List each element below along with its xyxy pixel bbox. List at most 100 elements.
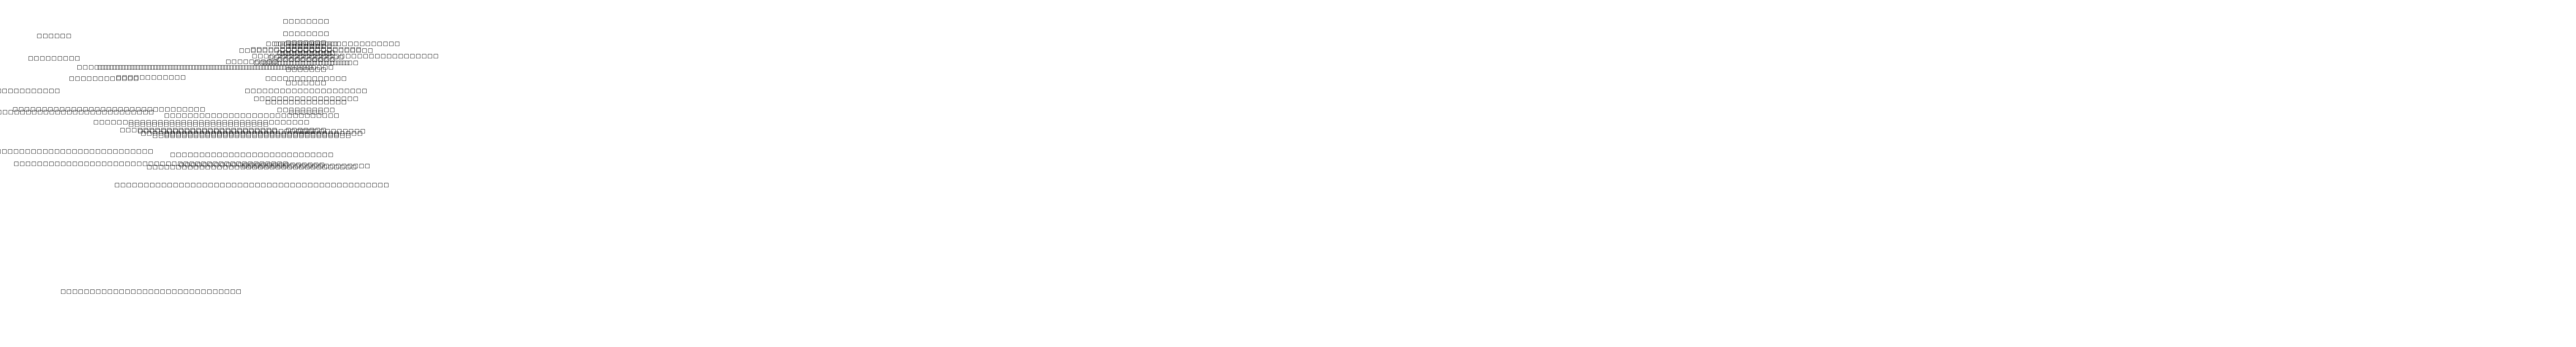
graph-node-n52[interactable]: □□□□□□ [289,43,324,49]
graph-node-n19[interactable]: □□□□□□□□□□□□□□□□□□□□□□□□□□□□□□□□□□ [152,133,351,139]
node-label: □□□ [297,128,315,135]
node-label: □□□□□□□□□□□□□ [268,54,344,61]
node-label: □□□□□□□□□□□□□□□□□□□□□□□□□□□□□□□□□□□ [0,109,155,115]
graph-node-n03[interactable]: □□□□□□□□□ [28,55,81,62]
node-label: □□□□□□□□□□□□□□□□□□□ [251,47,362,53]
node-label: □□□□□□□□□□□□□□□□□□□□□□□□□□□□□□□□□□□□ [147,164,357,170]
node-label: □□□□□□□□□□□□□□□□□□□□□□□□□□□□□□□□□□ [0,149,154,155]
graph-node-n44[interactable]: □□□□□□□□□□□□□□□□□□□□□ [245,88,367,94]
graph-node-n24[interactable]: □□□□□□□□□□□□□□□□□□□□□□□□□□□□□□□□□□□□□□□□… [77,64,334,71]
graph-node-n08[interactable]: □□□□□□□□□□□□□□□□□□□□□□□□□□□□□□□ [60,289,242,295]
node-label: □□□□□□□□□□□□□□□□□□ [254,96,359,102]
node-label: □□□□□□□□□□□□□□□□□□□□□□□□□□□□□□□□□□ [152,133,351,139]
graph-nodes: □□□□□□□□□□□□□□□□□□□□□□□□□□□□□□□□□□□□□□□□… [0,18,439,295]
graph-node-n14[interactable]: □□□□□□□□□□□□□□□□□□□□□□□□□□□□□□□□□□□□ [147,164,357,170]
graph-node-n51[interactable]: □□□□□□□□□ [280,51,333,57]
graph-node-n46[interactable]: □□□□□□□□□□□□□□□□□□ [254,96,359,102]
node-label: □□□□□□□□□□□□□□ [265,99,347,105]
node-label: □□□□□□□□□□□□□□□□□□□□□□□□□□□□□□□ [60,289,242,295]
node-label: □□□□□□ [289,109,324,115]
node-label: □□□□□□□□□□□□□□□□□□□□□□□ [239,48,373,54]
node-label: □□□□□□□□□□□□□□□□□□□□□□□□□□□□□□□□□□□□□□□□… [13,161,288,167]
graph-node-n35[interactable]: □□□□□□□□□□□□□□□ [263,60,350,66]
node-label: □□□□□□□□□□□ [274,41,339,47]
graph-node-n11[interactable]: □□□□□□□□□□□□□□□□□□□□□□□□ [129,122,269,128]
node-label: □□□□□□ [37,33,72,39]
node-label: □□□□□□□□□□□□□□□□□□□□□ [245,88,367,94]
graph-node-n15[interactable]: □□□□□□□□□□□□□□□□□□□□□□□□□□□□□□ [164,132,339,138]
node-label: □□□□□□□ [286,67,326,73]
node-label: □□□□□□□□□□□□□□□ [263,60,350,66]
graph-node-n28[interactable]: □□□□□□□ [286,67,326,73]
graph-node-n47[interactable]: □□□□□□□□□□□□□□□□□□□ [251,47,362,53]
node-label: □□□□□□□□□□□□□□□□□□□□□□□□ [129,122,269,128]
graph-node-n20[interactable]: □□□□□□□□□□□□□□□□□□□□□□□□□□□□□□□□□□□□□□□ [138,128,366,135]
graph-node-n01[interactable]: □□□□□□ [37,33,72,39]
graph-node-n30[interactable]: □□□□□□□□□□□□□□ [265,99,347,105]
graph-node-n16[interactable]: □□□□□□□□□□□□□□□□□□□□□□□□□□□□□□ [164,113,339,119]
node-label: □□□□□□□□□ [226,59,278,65]
graph-node-n33[interactable]: □□□□□□□□□□ [277,50,335,56]
node-label: □□□□□□□□□□□□□□□□□□□□□□□□□□□□□□ [164,113,339,119]
graph-node-n25[interactable]: □□□□□□□□□□□□□ [268,54,344,61]
graph-node-n09[interactable]: □□□□□□□□□□□□ [116,75,186,81]
graph-node-n02[interactable]: □□□□□□□□□□□□ [69,76,139,82]
node-label: □□□□□□□□□□ [277,107,335,113]
node-label: □□□□□□□□□□□□□□□□□□□□□□□□□□□□□□ [164,132,339,138]
graph-node-n27[interactable]: □□□□□□□□□□□□□□□□□□ [254,60,359,66]
node-label: □□□□□□□□ [283,31,330,37]
graph-node-n48[interactable]: □□□□□□□□□□□□□□□□□□□□□□□□□□□□□□□□ [252,53,439,59]
graph-node-n18[interactable]: □□□□□□□□□□□□□□□□□□□□□□□□□□□□□□□□□□□□□□□□… [114,182,389,188]
node-label: □□□□□□□□□□□□□□□□□□□□□□□□□□□□□□□□ [252,53,439,59]
node-label: □□□□□□□□□□□□ [116,75,186,81]
node-label: □□□□□□□□□□ [277,50,335,56]
node-label: □□□□□□□□□□□ [274,47,339,53]
graph-node-n29[interactable]: □□□□□□□□□ [280,43,333,49]
graph-node-n06[interactable]: □□□□□□□□□□□□□□□□□□□□□□□□□□□□□□□□□ [13,107,206,113]
graph-node-n26[interactable]: □□□□□□ [289,109,324,115]
graph-node-n40[interactable]: □□□□□□□□□□□ [274,41,339,47]
graph-node-n12[interactable]: □□□□□□□□□□□□□□□□□□□□□□□□□□□ [120,127,278,133]
graph-node-n53[interactable]: □□□□□□□□ [283,31,330,37]
node-label: □□□□□□□□□□□□□□□□□□□□□□□□□□□□□□□□□□□□□□ [141,131,363,137]
graph-node-n21[interactable]: □□□□□□□□□ [226,59,278,65]
node-label: □□□□□□□□□□□□□□□□□□□□□□□□□ [179,162,325,168]
node-label: □□□□□□□□□□□□□□□□□□ [254,60,359,66]
node-label: □□□□□□□□□□□□□□□□□□□□□□□□□□□□□□□□□□□□□ [97,64,314,71]
graph-node-root[interactable]: □□□□□□□□□□□□□□□□□□ [0,88,60,94]
graph-node-n38[interactable]: □□□□□□□□ [283,18,330,25]
graph-node-n43[interactable]: □□□□□□□ [286,80,326,86]
node-label: □□□□□□□□□□□□□□□□□□□□□□ [242,163,371,169]
node-label: □□□□□□ [289,57,324,63]
graph-node-n41[interactable]: □□□ [297,128,315,135]
graph-node-n45[interactable]: □□□□□□□ [286,127,326,133]
graph-node-n23[interactable]: □□□□□□□□□□□□□□□□□□□□□□□□□□□□□□□□□□□□□ [97,64,314,71]
node-label: □□□□□□□□□ [280,51,333,57]
node-label: □□□□□□□□□ [28,55,81,62]
graph-node-n49[interactable]: □□□□□□□□□□□□□□□□□□□□□□□ [266,41,400,47]
graph-node-n31[interactable]: □□□□□□□□□□□□□□□□□□□□□□ [242,163,371,169]
node-label: □□□□□□□□□□□□□□□□□□□□□□□□□□□□□□□□□ [13,107,206,113]
node-label: □□□□□□□□□□□□□□□□□□□□□□□□□□□□□□□□□□□□□ [93,119,310,126]
node-label: □□□□□□□□□□□□□□□□□□□□□□□□□□□□□□□□□□□□□□□ [138,128,366,135]
graph-node-n04[interactable]: □□□□□□□□□□□□□□□□□□□□□□□□□□□□□□□□□□□ [0,109,155,115]
node-label: □□□□□□□□□□□□ [69,76,139,82]
graph-node-n22[interactable]: □□□□□□□□□□□□□□□□□□□□□□□□□ [179,162,325,168]
graph-node-n50[interactable]: □□□□□□□□□□ [277,57,335,63]
node-label: □□□□□□□□□□ [277,57,335,63]
node-label: □□□□□□□□□□□□□□□□□□ [0,88,60,94]
graph-node-n39[interactable]: □□□□□□□□□□□ [274,47,339,53]
graph-node-n32[interactable]: □□□□□□□□□□□□□□ [265,76,347,82]
graph-node-n37[interactable]: □□□□□□□□□□□□□□□□□□□□□□□ [239,48,373,54]
node-label: □□□□□□□□□□□□□□ [265,76,347,82]
graph-node-n13[interactable]: □□□□□□□□□□□□□□□□□□□□□□□□□□□□□□□□□□□□□□ [141,131,363,137]
graph-node-n42[interactable]: □□□□□□□ [286,40,326,46]
graph-node-n34[interactable]: □□□□□□□□□□ [277,107,335,113]
graph-node-n10[interactable]: □□□□□□□□□□□□□□□□□□□□□□□□□□□□□□□□□□□□□ [93,119,310,126]
graph-node-n36[interactable]: □□□□□□ [289,57,324,63]
graph-node-n17[interactable]: □□□□□□□□□□□□□□□□□□□□□□□□□□□□ [170,152,334,158]
node-label: □□□□□□□□□ [280,43,333,49]
graph-node-n07[interactable]: □□□□□□□□□□□□□□□□□□□□□□□□□□□□□□□□□□□□□□□□… [13,161,288,167]
graph-node-n05[interactable]: □□□□□□□□□□□□□□□□□□□□□□□□□□□□□□□□□□ [0,149,154,155]
